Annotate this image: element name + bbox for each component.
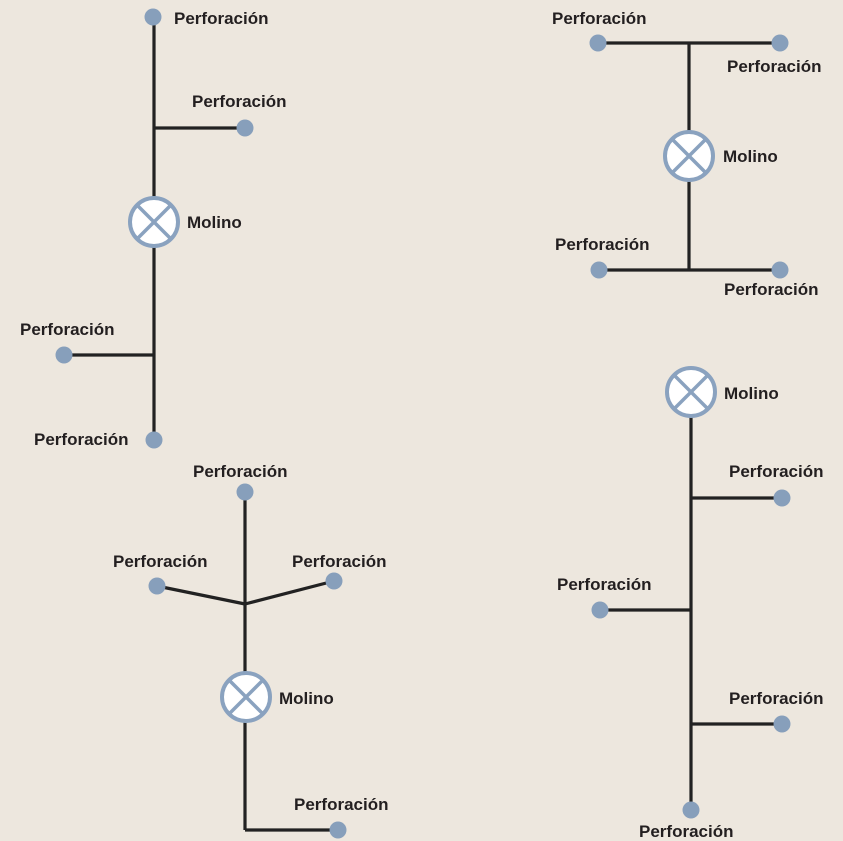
- bore-label: Perforación: [724, 280, 819, 299]
- bore-label: Perforación: [34, 430, 129, 449]
- bore-dot-icon: [771, 34, 789, 52]
- bore-label: Perforación: [552, 9, 647, 28]
- bore-dot-icon: [771, 261, 789, 279]
- layout-3: [148, 483, 347, 839]
- bore-dot-icon: [589, 34, 607, 52]
- bore-dot-icon: [682, 801, 700, 819]
- mill-label: Molino: [724, 384, 779, 403]
- pipe: [156, 584, 246, 606]
- bore-label: Perforación: [174, 9, 269, 28]
- mill-circled-x-icon: [128, 196, 180, 248]
- bore-dot-icon: [145, 431, 163, 449]
- bore-dot-icon: [773, 715, 791, 733]
- layout-1: [55, 8, 254, 449]
- bore-label: Perforación: [292, 552, 387, 571]
- bore-label: Perforación: [294, 795, 389, 814]
- layout-2: [589, 34, 789, 279]
- mill-circled-x-icon: [220, 671, 272, 723]
- mill-label: Molino: [187, 213, 242, 232]
- bore-label: Perforación: [192, 92, 287, 111]
- layout-4: [591, 366, 791, 819]
- bore-label: Perforación: [193, 462, 288, 481]
- bore-label: Perforación: [20, 320, 115, 339]
- mill-label: Molino: [723, 147, 778, 166]
- bore-label: Perforación: [727, 57, 822, 76]
- bore-dot-icon: [591, 601, 609, 619]
- bore-dot-icon: [236, 483, 254, 501]
- bore-label: Perforación: [639, 822, 734, 841]
- bore-dot-icon: [144, 8, 162, 26]
- mill-circled-x-icon: [665, 366, 717, 418]
- bore-dot-icon: [236, 119, 254, 137]
- bore-dot-icon: [325, 572, 343, 590]
- bore-label: Perforación: [557, 575, 652, 594]
- bore-label: Perforación: [729, 689, 824, 708]
- bore-dot-icon: [590, 261, 608, 279]
- bore-dot-icon: [55, 346, 73, 364]
- bore-label: Perforación: [729, 462, 824, 481]
- bore-label: Perforación: [555, 235, 650, 254]
- pipe: [244, 579, 335, 606]
- bore-dot-icon: [773, 489, 791, 507]
- mill-label: Molino: [279, 689, 334, 708]
- bore-label: Perforación: [113, 552, 208, 571]
- mill-circled-x-icon: [663, 130, 715, 182]
- bore-dot-icon: [329, 821, 347, 839]
- bore-dot-icon: [148, 577, 166, 595]
